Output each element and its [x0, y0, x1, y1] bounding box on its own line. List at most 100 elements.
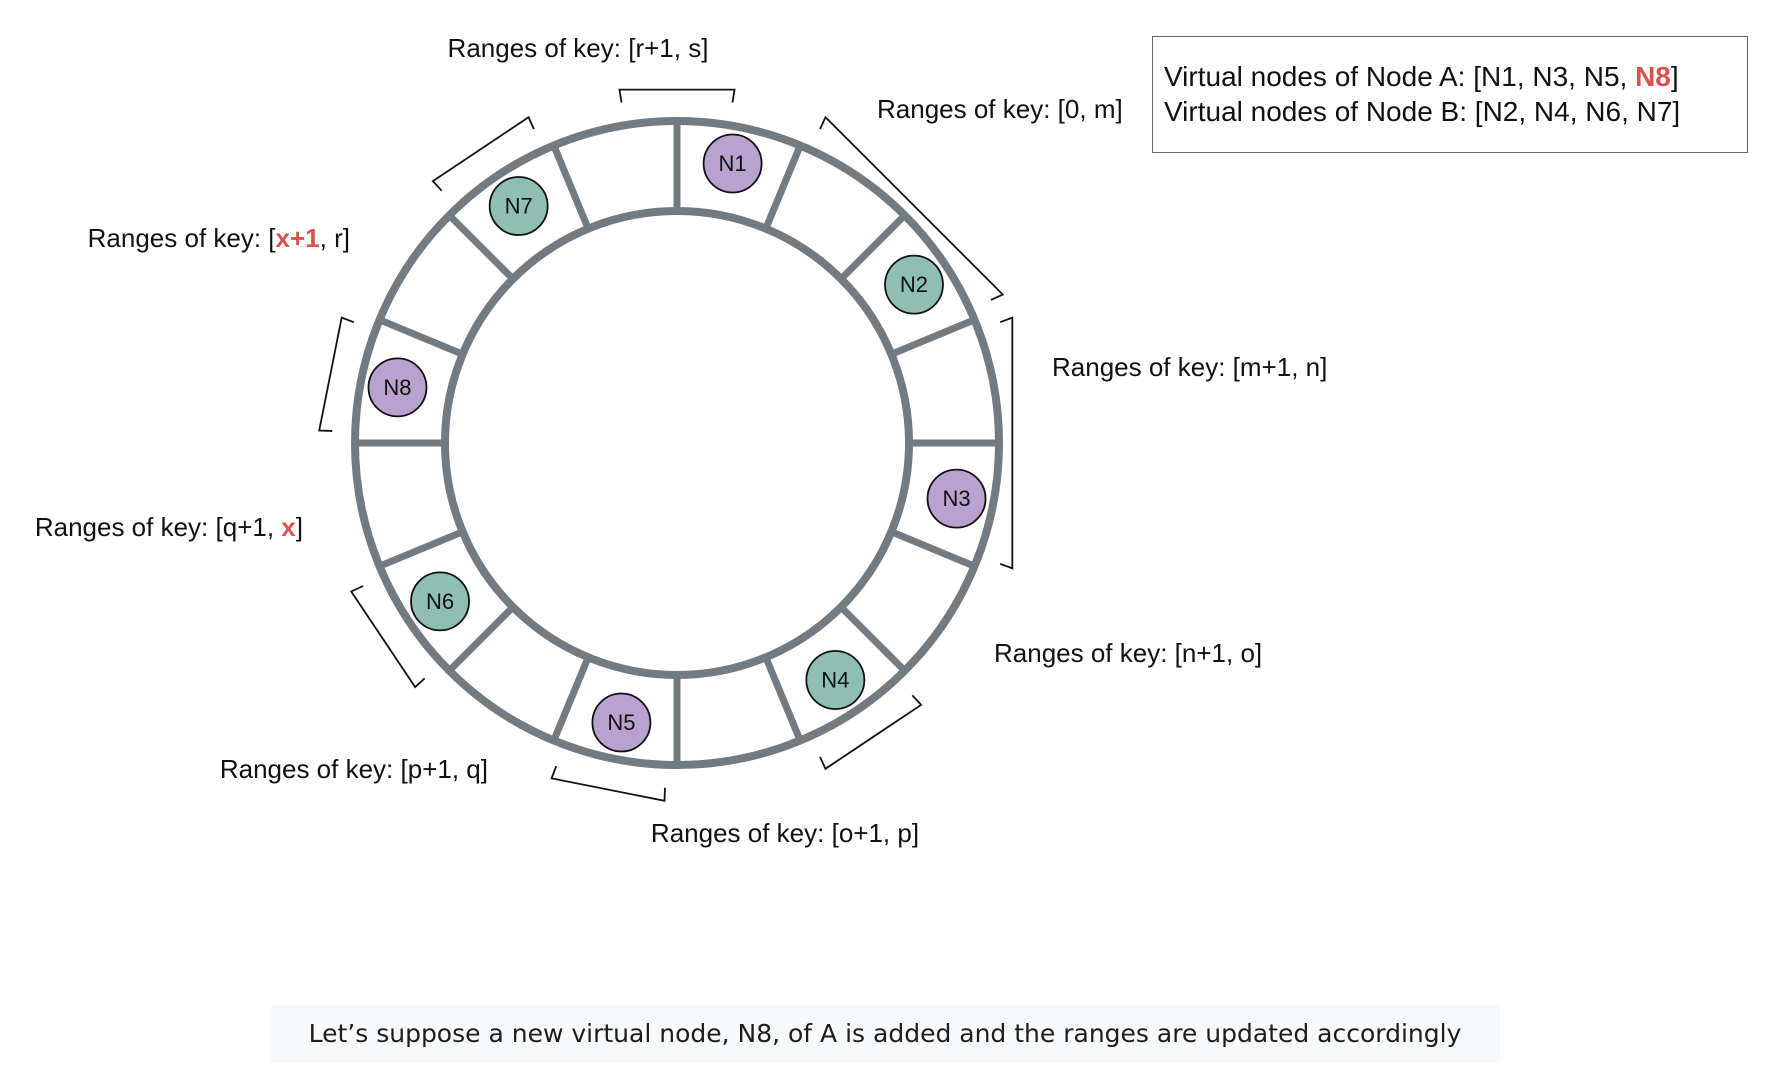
virtual-node-label: N6 [426, 589, 454, 614]
range-label-lo: r+1 [635, 33, 673, 63]
range-bracket [999, 316, 1014, 570]
range-label-lo: p+1 [408, 754, 452, 784]
range-label: Ranges of key: [x+1, r] [88, 223, 350, 253]
range-label-prefix: Ranges of key: [ [35, 512, 224, 542]
legend-node-b: Virtual nodes of Node B: [N2, N4, N6, N7… [1164, 96, 1681, 127]
range-label-suffix: ] [296, 512, 303, 542]
range-label-prefix: Ranges of key: [ [88, 223, 277, 253]
range-label-prefix: Ranges of key: [ [994, 638, 1183, 668]
range-label-suffix: ] [1115, 94, 1122, 124]
virtual-node-n8: N8 [367, 357, 428, 418]
legend-new-node: N8 [1635, 61, 1671, 92]
range-label-hi: r [334, 223, 343, 253]
ring-divider [550, 656, 592, 742]
virtual-node-n5: N5 [591, 692, 652, 753]
range-label: Ranges of key: [q+1, x] [35, 512, 303, 542]
range-label-hi: o [1240, 638, 1254, 668]
ring-divider [378, 528, 464, 570]
range-label-hi: n [1306, 352, 1320, 382]
ring-divider [446, 604, 516, 674]
range-label-prefix: Ranges of key: [ [220, 754, 409, 784]
range-label-hi: s [688, 33, 701, 63]
range-bracket [318, 316, 355, 432]
range-label-prefix: Ranges of key: [ [448, 33, 637, 63]
range-bracket [819, 694, 923, 771]
virtual-node-label: N5 [607, 710, 635, 735]
virtual-node-circle [488, 176, 549, 236]
ring-divider [890, 528, 976, 570]
virtual-node-circle [884, 254, 944, 315]
range-label-sep: , [883, 818, 897, 848]
virtual-node-label: N7 [505, 194, 533, 219]
range-label-lo: q+1 [223, 512, 267, 542]
ring-divider [890, 316, 976, 358]
virtual-node-label: N3 [942, 486, 970, 511]
virtual-node-circle [926, 468, 987, 529]
virtual-node-circle [410, 571, 470, 632]
range-label-suffix: ] [481, 754, 488, 784]
virtual-node-n4: N4 [805, 650, 866, 710]
range-label: Ranges of key: [m+1, n] [1052, 352, 1327, 382]
range-label: Ranges of key: [r+1, s] [448, 33, 709, 63]
range-bracket [618, 88, 736, 103]
range-bracket [550, 765, 666, 802]
range-label-lo: m+1 [1240, 352, 1291, 382]
ring-divider [762, 144, 804, 230]
ring-divider [378, 316, 464, 358]
range-label-lo: x+1 [276, 223, 320, 253]
range-label-suffix: ] [912, 818, 919, 848]
range-label: Ranges of key: [n+1, o] [994, 638, 1262, 668]
range-label-suffix: ] [701, 33, 708, 63]
range-label-lo: n+1 [1182, 638, 1226, 668]
range-label: Ranges of key: [0, m] [877, 94, 1123, 124]
virtual-node-n6: N6 [410, 571, 470, 632]
virtual-node-n3: N3 [926, 468, 987, 529]
virtual-node-circle [367, 357, 428, 418]
range-label-lo: 0 [1065, 94, 1079, 124]
virtual-node-label: N2 [900, 272, 928, 297]
ring-inner-circle [441, 207, 913, 679]
range-label-suffix: ] [1320, 352, 1327, 382]
ring-divider [446, 212, 516, 282]
range-label-sep: , [452, 754, 466, 784]
virtual-node-n7: N7 [488, 176, 549, 236]
range-brackets [318, 88, 1014, 802]
range-label-lo: o+1 [839, 818, 883, 848]
range-label-sep: , [320, 223, 334, 253]
virtual-node-n2: N2 [884, 254, 944, 315]
ring-divider [838, 604, 908, 674]
range-label-prefix: Ranges of key: [ [877, 94, 1066, 124]
virtual-node-label: N8 [383, 375, 411, 400]
range-label-sep: , [267, 512, 281, 542]
ring-divider [762, 656, 804, 742]
caption: Let’s suppose a new virtual node, N8, of… [270, 1005, 1500, 1063]
range-labels: Ranges of key: [0, m]Ranges of key: [m+1… [35, 33, 1328, 848]
virtual-node-label: N1 [719, 151, 747, 176]
virtual-nodes-legend: Virtual nodes of Node A: [N1, N3, N5, N8… [1152, 36, 1748, 153]
range-bracket [819, 115, 1005, 301]
virtual-node-circle [591, 692, 652, 753]
range-bracket [349, 585, 426, 689]
legend-node-a-suffix: ] [1670, 61, 1679, 92]
range-label: Ranges of key: [o+1, p] [651, 818, 919, 848]
range-label-suffix: ] [1255, 638, 1262, 668]
range-label-sep: , [1079, 94, 1093, 124]
range-label-sep: , [674, 33, 688, 63]
range-label-hi: x [281, 512, 296, 542]
range-label-suffix: ] [343, 223, 350, 253]
range-label-prefix: Ranges of key: [ [1052, 352, 1241, 382]
range-label-prefix: Ranges of key: [ [651, 818, 840, 848]
range-label-hi: q [466, 754, 480, 784]
hash-ring [351, 117, 1003, 769]
legend-node-a: Virtual nodes of Node A: [N1, N3, N5, N8… [1164, 59, 1747, 94]
range-bracket [431, 115, 535, 192]
virtual-node-label: N4 [821, 667, 849, 692]
range-label-hi: p [897, 818, 911, 848]
ring-divider [838, 212, 908, 282]
range-label-sep: , [1226, 638, 1240, 668]
virtual-node-n1: N1 [702, 133, 763, 194]
ring-divider [550, 144, 592, 230]
virtual-node-circle [805, 650, 866, 710]
